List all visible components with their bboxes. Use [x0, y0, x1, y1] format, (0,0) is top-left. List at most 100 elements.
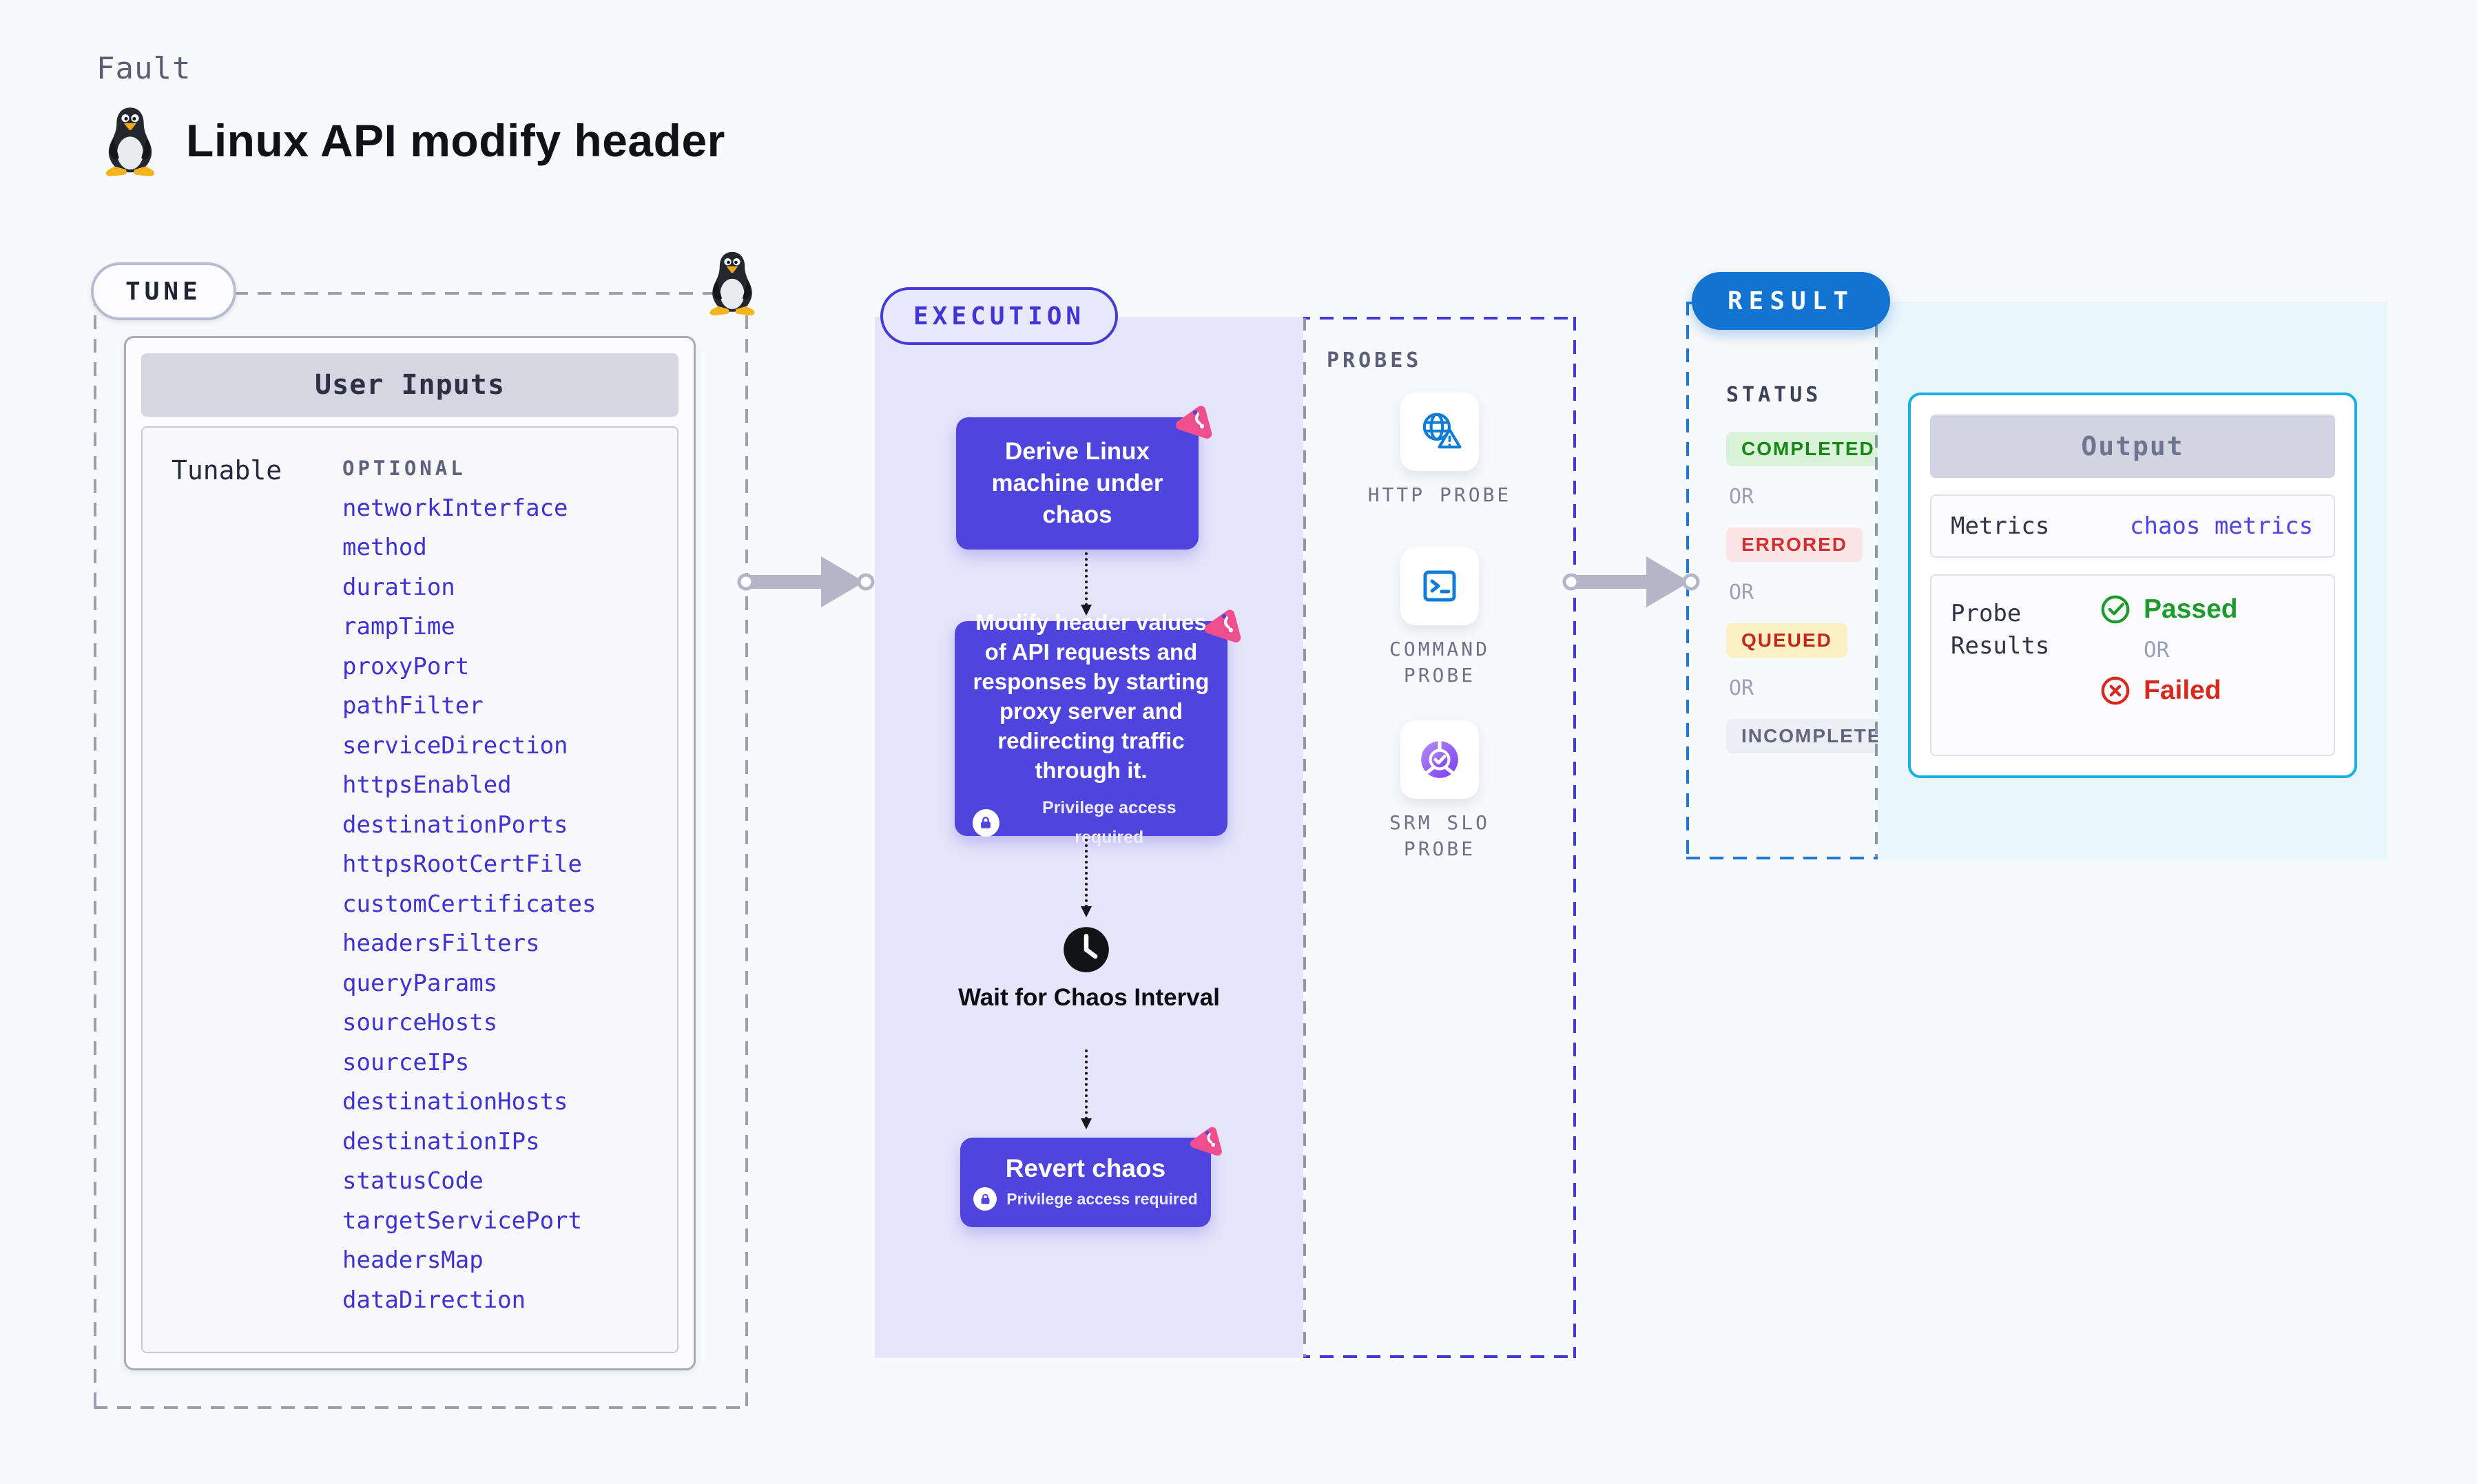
- status-stack: COMPLETED OR ERRORED OR QUEUED OR INCOMP…: [1726, 432, 1912, 753]
- tune-penguin-icon: [709, 251, 755, 315]
- page-title: Linux API modify header: [186, 115, 725, 166]
- page-header: Linux API modify header: [101, 105, 725, 176]
- passed-label: Passed: [2144, 594, 2238, 624]
- revert-chaos-text: Revert chaos: [1005, 1154, 1166, 1182]
- tunable-param-link[interactable]: pathFilter: [342, 692, 484, 720]
- derive-machine-text: Derive Linux machine under chaos: [991, 438, 1163, 528]
- chaos-metrics-link[interactable]: chaos metrics: [2130, 512, 2314, 540]
- flow-arrow-tune-to-execution: [737, 551, 879, 613]
- revert-chaos-node: Revert chaos Privilege access required: [960, 1125, 1223, 1227]
- probe-results-row: Probe Results Passed OR: [1930, 574, 2335, 756]
- tunable-param-list: networkInterface method duration rampTime pr…: [342, 488, 670, 1320]
- tunable-param-link[interactable]: destinationIPs: [342, 1127, 540, 1156]
- probe-card: [1400, 393, 1479, 471]
- lock-icon: [973, 809, 999, 837]
- tunable-param-link[interactable]: customCertificates: [342, 890, 597, 918]
- tunable-param-link[interactable]: method: [342, 534, 427, 562]
- probe-item-srm-slo: SRM SLO PROBE: [1352, 720, 1528, 862]
- status-output-divider: [1875, 303, 1878, 858]
- tunable-param-link[interactable]: rampTime: [342, 613, 455, 641]
- probe-list: HTTP PROBE COMMAND PROBE: [1303, 393, 1576, 862]
- chaos-icon: [1174, 404, 1214, 440]
- flow-connector: [1081, 552, 1092, 616]
- check-circle-icon: [2101, 595, 2130, 624]
- tune-label-pill: TUNE: [91, 262, 236, 320]
- tunable-param-link[interactable]: dataDirection: [342, 1286, 526, 1314]
- tunable-param-link[interactable]: networkInterface: [342, 494, 568, 522]
- tune-section: TUNE User Inputs Tunable OPTIONAL networ…: [91, 251, 755, 1409]
- flow-connector: [1081, 1049, 1092, 1129]
- chaos-icon: [1189, 1125, 1223, 1157]
- fault-kicker: Fault: [96, 51, 191, 86]
- modify-header-node: Modify header values of API requests and…: [955, 608, 1243, 847]
- output-panel: Output Metrics chaos metrics Probe Resul…: [1878, 302, 2387, 859]
- tunable-param-link[interactable]: httpsRootCertFile: [342, 850, 582, 879]
- tunable-param-link[interactable]: duration: [342, 573, 455, 601]
- execution-flow-panel: Derive Linux machine under chaos Modify …: [875, 317, 1303, 1358]
- result-label-pill: RESULT: [1692, 272, 1891, 330]
- status-panel: STATUS COMPLETED OR ERRORED OR QUEUED OR…: [1686, 302, 1912, 859]
- derive-machine-node: Derive Linux machine under chaos: [956, 404, 1214, 550]
- tunable-param-link[interactable]: headersFilters: [342, 930, 540, 958]
- tunable-row-label: Tunable: [172, 455, 282, 485]
- tunable-param-link[interactable]: serviceDirection: [342, 731, 568, 760]
- tunable-param-link[interactable]: statusCode: [342, 1167, 484, 1195]
- probe-card: [1400, 720, 1479, 799]
- probe-item-command: COMMAND PROBE: [1352, 547, 1528, 689]
- status-badge-completed: COMPLETED: [1726, 432, 1890, 466]
- metrics-row: Metrics chaos metrics: [1930, 494, 2335, 558]
- output-card: Output Metrics chaos metrics Probe Resul…: [1908, 393, 2357, 778]
- privilege-note-row: Privilege access required: [973, 793, 1210, 853]
- tunable-param-link[interactable]: queryParams: [342, 969, 498, 997]
- user-inputs-card: User Inputs Tunable OPTIONAL networkInte…: [124, 336, 696, 1370]
- status-badge-queued: QUEUED: [1726, 623, 1847, 658]
- failed-label: Failed: [2144, 676, 2221, 705]
- status-badge-errored: ERRORED: [1726, 527, 1863, 562]
- tunable-params-column: OPTIONAL networkInterface method duration r…: [342, 452, 670, 1345]
- linux-penguin-icon: [105, 107, 155, 176]
- probe-result-passed: Passed: [2100, 594, 2314, 625]
- probe-results-values: Passed OR Failed: [2082, 592, 2314, 738]
- probe-item-http: HTTP PROBE: [1368, 393, 1512, 508]
- probe-label: HTTP PROBE: [1367, 483, 1512, 506]
- tunable-param-link[interactable]: proxyPort: [342, 652, 470, 680]
- user-inputs-title: User Inputs: [141, 353, 678, 417]
- probe-label: COMMAND PROBE: [1389, 638, 1490, 687]
- chaos-icon: [1203, 608, 1243, 644]
- execution-probes-divider: [1303, 318, 1306, 1357]
- http-probe-icon: [1422, 412, 1462, 449]
- flow-arrow-probes-to-result: [1562, 551, 1704, 613]
- execution-label-pill: EXECUTION: [880, 287, 1119, 345]
- probes-label: PROBES: [1327, 348, 1422, 373]
- probes-panel: PROBES: [1303, 317, 1576, 1358]
- tunable-param-link[interactable]: sourceIPs: [342, 1048, 470, 1076]
- tunable-param-link[interactable]: httpsEnabled: [342, 771, 512, 800]
- or-label: OR: [1729, 676, 1754, 700]
- output-title: Output: [1930, 415, 2335, 478]
- probe-result-failed: Failed: [2100, 675, 2314, 707]
- clock-icon: [1064, 927, 1109, 972]
- wait-for-chaos-label: Wait for Chaos Interval: [958, 984, 1220, 1011]
- probe-results-label: Probe Results: [1951, 600, 2050, 660]
- x-circle-icon: [2101, 676, 2130, 705]
- probe-card: [1400, 547, 1479, 625]
- tunable-param-link[interactable]: destinationHosts: [342, 1088, 568, 1116]
- or-label: OR: [1729, 581, 1754, 605]
- execution-section: EXECUTION Derive Linux machine under cha…: [875, 287, 1576, 1358]
- lock-icon: [973, 1187, 997, 1211]
- optional-group-label: OPTIONAL: [342, 457, 466, 480]
- tunable-param-link[interactable]: sourceHosts: [342, 1009, 498, 1037]
- result-section: RESULT STATUS COMPLETED OR ERRORED OR QU…: [1686, 272, 2387, 859]
- privilege-note: Privilege access required: [1006, 1189, 1198, 1208]
- or-label: OR: [1729, 485, 1754, 509]
- status-label: STATUS: [1726, 383, 1822, 407]
- srm-slo-probe-icon: [1421, 741, 1458, 778]
- tunable-param-link[interactable]: headersMap: [342, 1246, 484, 1275]
- command-probe-icon: [1423, 570, 1456, 602]
- tunable-param-link[interactable]: destinationPorts: [342, 811, 568, 839]
- privilege-note: Privilege access required: [1042, 798, 1177, 847]
- or-label: OR: [2144, 638, 2170, 662]
- tunable-param-link[interactable]: targetServicePort: [342, 1206, 582, 1235]
- privilege-note-row: Privilege access required: [973, 1187, 1198, 1211]
